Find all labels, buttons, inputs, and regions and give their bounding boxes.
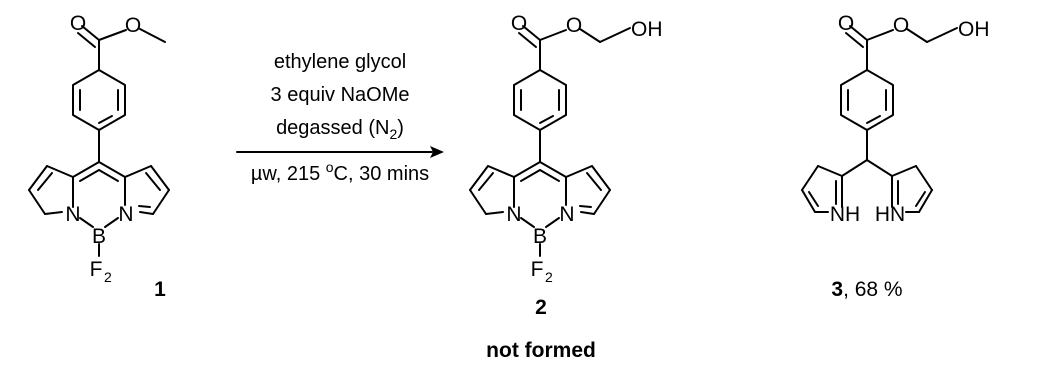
- c1-fluorine-sub: 2: [104, 269, 112, 285]
- c1-boron: B: [92, 225, 106, 248]
- c2-ester-o: O: [566, 14, 582, 37]
- compound-2-label: 2: [535, 296, 547, 319]
- c1-fluorine: F: [90, 258, 103, 281]
- c2-n-right: N: [559, 203, 574, 226]
- condition-atmosphere: degassed (N2): [276, 117, 404, 142]
- c2-n-left: N: [506, 203, 521, 226]
- compound-1-label: 1: [154, 278, 166, 301]
- c3-ester-o: O: [893, 14, 909, 37]
- c3-hydroxyl: OH: [958, 18, 990, 41]
- condition-reagent: ethylene glycol: [274, 51, 406, 73]
- c1-carbonyl-o: O: [70, 12, 86, 35]
- compound-3-label: 3, 68 %: [831, 278, 902, 301]
- c1-ester-o: O: [125, 14, 141, 37]
- c3-nh-left: NH: [830, 203, 860, 226]
- reaction-arrow: [236, 146, 444, 158]
- c2-fluorine: F: [531, 258, 544, 281]
- condition-base: 3 equiv NaOMe: [271, 84, 410, 106]
- compound-2-note: not formed: [486, 339, 596, 362]
- c1-n-right: N: [118, 203, 133, 226]
- c2-hydroxyl: OH: [631, 18, 663, 41]
- compound-3-number: 3: [831, 278, 843, 301]
- c2-fluorine-sub: 2: [545, 269, 553, 285]
- compound-3-yield: , 68 %: [843, 278, 903, 301]
- compound-1-structure: [28, 25, 170, 257]
- compound-2-structure: [469, 25, 631, 257]
- c1-n-left: N: [65, 203, 80, 226]
- c3-hn-right: HN: [875, 203, 905, 226]
- c2-carbonyl-o: O: [511, 12, 527, 35]
- condition-heating: µw, 215 oC, 30 mins: [251, 159, 429, 185]
- c3-carbonyl-o: O: [838, 12, 854, 35]
- compound-3-structure: [801, 25, 958, 213]
- c2-boron: B: [533, 225, 547, 248]
